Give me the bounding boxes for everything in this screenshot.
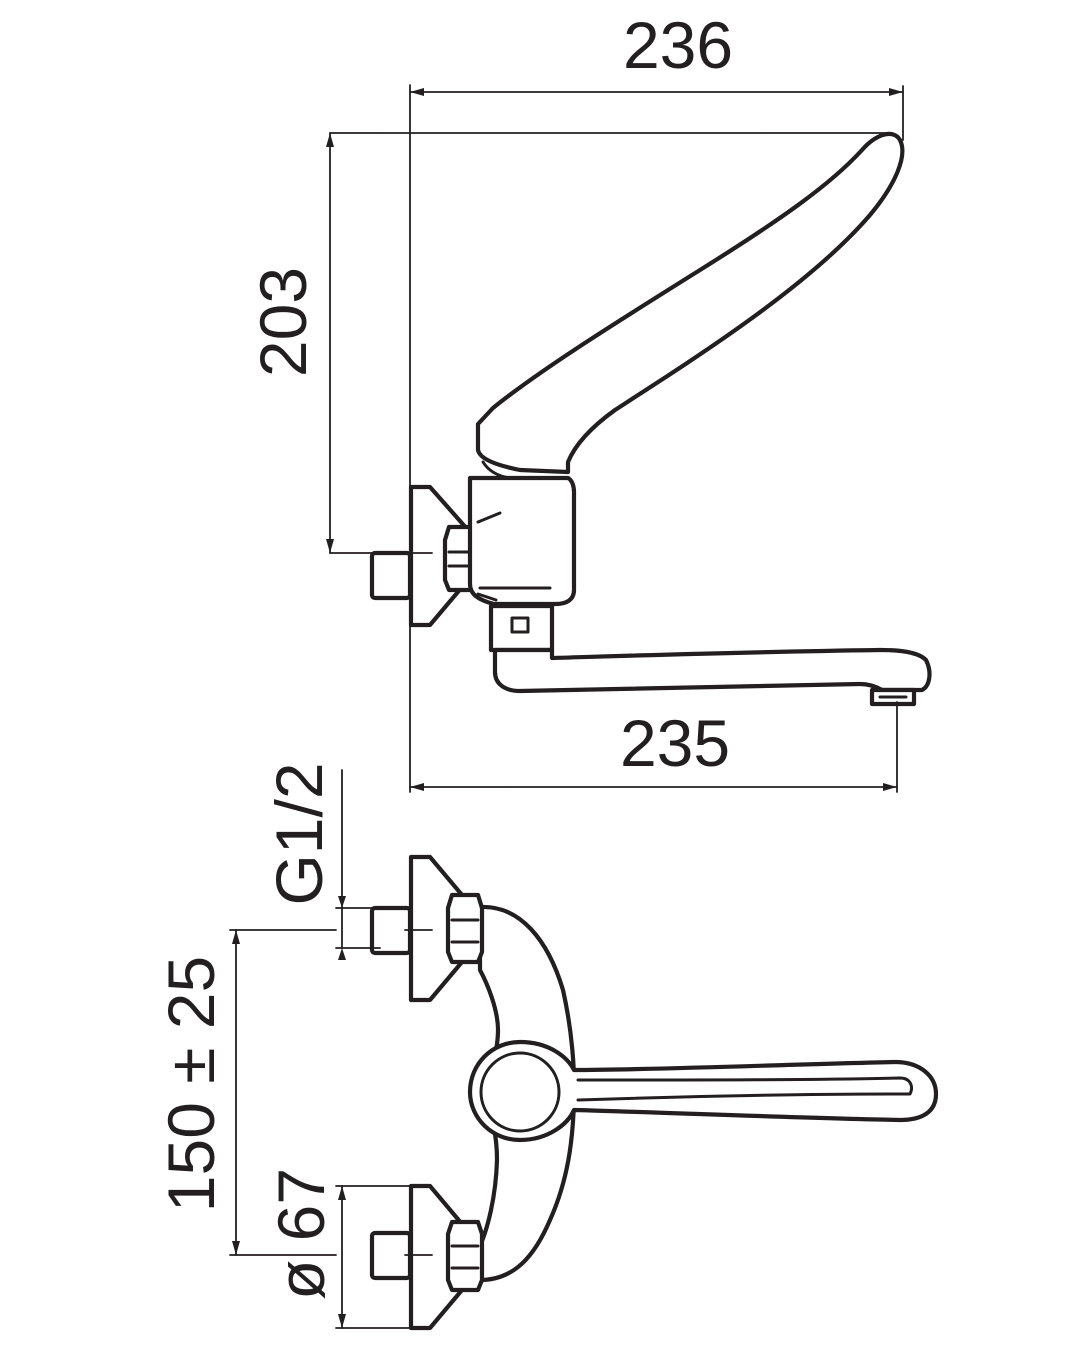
front-lever-hub <box>479 1051 561 1133</box>
dim-67-label: ø 67 <box>264 1168 338 1300</box>
lever-handle <box>475 131 905 475</box>
mixer-body <box>467 475 577 607</box>
bottom-inlet <box>369 1183 485 1331</box>
dim-g12-label: G1/2 <box>262 762 336 905</box>
dim-203-label: 203 <box>246 267 320 377</box>
dimension-236: 236 <box>409 8 904 141</box>
front-lever <box>467 1039 939 1143</box>
dimension-g12: G1/2 <box>262 762 381 960</box>
top-inlet <box>369 854 485 1003</box>
inlet-pipe <box>369 550 413 601</box>
front-view: G1/2 150 ± 25 ø 67 <box>154 762 939 1331</box>
spout <box>492 647 932 694</box>
dimension-235: 235 <box>409 701 898 793</box>
side-view: 236 203 <box>246 8 932 793</box>
dim-150-label: 150 ± 25 <box>154 956 228 1212</box>
dimension-203: 203 <box>246 132 889 554</box>
dimension-150: 150 ± 25 <box>154 929 337 1256</box>
dim-235-label: 235 <box>620 706 730 780</box>
dim-236-label: 236 <box>623 8 733 82</box>
dimension-67: ø 67 <box>264 1168 413 1329</box>
